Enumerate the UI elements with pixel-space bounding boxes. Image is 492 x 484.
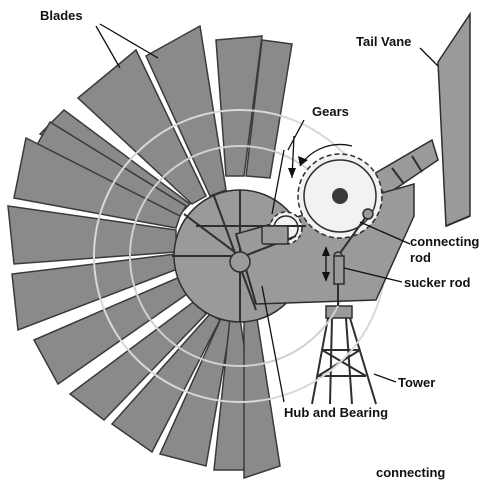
sucker-rod-label: sucker rod	[404, 275, 471, 290]
tower	[312, 306, 376, 404]
gears-label: Gears	[312, 104, 349, 119]
connecting-rod-label-line1: connecting	[410, 234, 479, 249]
blades-label: Blades	[40, 8, 83, 23]
connecting-rod-label-line2: rod	[410, 250, 431, 265]
connecting-footer-label: connecting	[376, 465, 445, 480]
tail-vane	[438, 14, 470, 226]
tail-vane-label: Tail Vane	[356, 34, 411, 49]
hub-and-bearing-label: Hub and Bearing	[284, 405, 388, 420]
hub-bearing	[262, 226, 288, 244]
large-gear	[298, 154, 382, 238]
tower-label: Tower	[398, 375, 435, 390]
